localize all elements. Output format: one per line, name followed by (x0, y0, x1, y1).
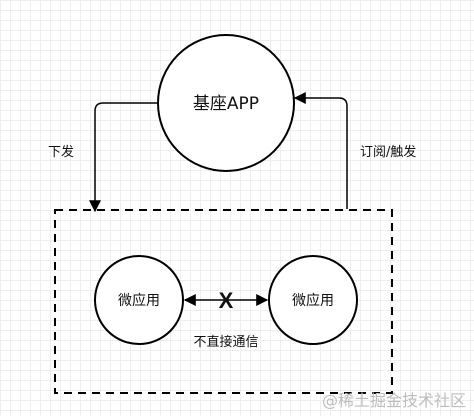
micro-app-container (54, 209, 393, 394)
micro-app-left-label: 微应用 (118, 292, 160, 309)
dispatch-arrow (89, 102, 158, 213)
subscribe-trigger-label: 订阅/触发 (360, 144, 416, 160)
micro-app-left-node (94, 255, 184, 345)
blocked-mark: X (219, 288, 234, 313)
subscribe-trigger-arrow (293, 92, 348, 209)
dispatch-label: 下发 (48, 144, 74, 160)
host-app-label: 基座APP (193, 94, 259, 114)
micro-app-right-label: 微应用 (292, 292, 334, 309)
watermark-text: @稀土掘金技术社区 (322, 391, 466, 410)
micro-app-right-node (268, 255, 358, 345)
no-direct-comm-label: 不直接通信 (193, 334, 258, 350)
